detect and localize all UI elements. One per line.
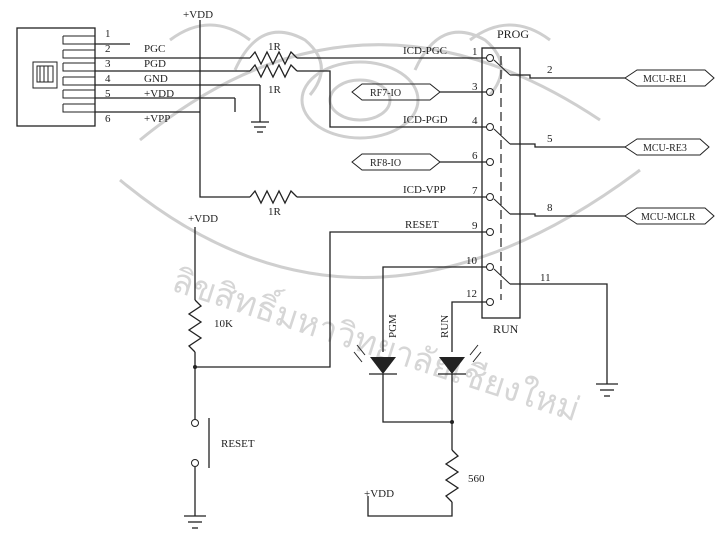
resistor-1r-pgd-label: 1R: [268, 84, 282, 96]
port-rf8-io: [351, 153, 487, 171]
conn-label-vpp: +VPP: [144, 113, 170, 125]
watermark-text: ลิขสิทธิ์มหาวิทยาลัยเชียงใหม่: [167, 255, 586, 430]
reset-button-label: RESET: [221, 438, 255, 450]
port-mcu-mclr: [624, 207, 715, 225]
sw-pin-1: 1: [472, 46, 478, 58]
ground-symbol-reset: [184, 515, 206, 529]
label-icd-vpp: ICD-VPP: [403, 184, 446, 196]
switch-blades: [493, 59, 511, 285]
sw-pin-5: 5: [547, 133, 553, 145]
switch-title-prog: PROG: [497, 27, 529, 41]
ground-symbol-connector: [251, 121, 269, 133]
sw-pin-3: 3: [472, 81, 478, 93]
resistor-560-label: 560: [468, 473, 485, 485]
conn-label-gnd: GND: [144, 73, 168, 85]
wire-led-common: [382, 374, 452, 423]
conn-pin-num-3: 3: [105, 58, 111, 70]
junction-led: [450, 420, 454, 424]
conn-pin-num-1: 1: [105, 28, 111, 40]
port-mcu-re3-label: MCU-RE3: [643, 143, 687, 154]
ground-symbol-right: [596, 383, 618, 397]
reset-button-symbol[interactable]: [191, 418, 210, 516]
sw-pin-10: 10: [466, 255, 478, 267]
vdd-reset-label: +VDD: [188, 213, 218, 225]
port-rf7-io-label: RF7-IO: [370, 88, 401, 99]
wire-pin12-led: [451, 301, 487, 352]
conn-label-pgd: PGD: [144, 58, 166, 70]
port-rf7-io: [351, 83, 487, 101]
switch-right-wires: [510, 74, 625, 384]
resistor-1r-vpp: [249, 189, 298, 205]
sw-pin-6: 6: [472, 150, 478, 162]
led-run-label: RUN: [439, 315, 451, 338]
sw-pin-2: 2: [547, 64, 553, 76]
switch-left-terminals: [486, 54, 494, 306]
led-run: [438, 344, 482, 375]
conn-pin-num-6: 6: [105, 113, 111, 125]
port-mcu-re3: [624, 138, 710, 156]
sw-pin-11: 11: [540, 272, 551, 284]
wire-560-vdd: [367, 496, 453, 517]
resistor-560: [444, 449, 460, 503]
wire-reset: [195, 231, 487, 368]
vdd-bottom-label: +VDD: [364, 488, 394, 500]
junction-reset: [193, 365, 197, 369]
port-rf8-io-label: RF8-IO: [370, 158, 401, 169]
wire-vpp: [199, 112, 250, 198]
resistor-10k-label: 10K: [214, 318, 233, 330]
switch-body: [481, 47, 521, 319]
wire-pgd: [297, 70, 487, 128]
sw-pin-8: 8: [547, 202, 553, 214]
port-mcu-mclr-label: MCU-MCLR: [641, 212, 696, 223]
label-icd-pgd: ICD-PGD: [403, 114, 448, 126]
led-pgm-label: PGM: [387, 314, 399, 338]
sw-pin-4: 4: [472, 115, 478, 127]
conn-label-vdd: +VDD: [144, 88, 174, 100]
connector-wires: [95, 43, 261, 122]
conn-pin-num-4: 4: [105, 73, 111, 85]
resistor-1r-pgc-label: 1R: [268, 41, 282, 53]
sw-pin-12: 12: [466, 288, 477, 300]
resistor-1r-pgd: [249, 63, 298, 79]
conn-pin-num-5: 5: [105, 88, 111, 100]
label-reset-net: RESET: [405, 219, 439, 231]
resistor-10k: [187, 299, 203, 353]
label-icd-pgc: ICD-PGC: [403, 45, 447, 57]
resistor-1r-vpp-label: 1R: [268, 206, 282, 218]
rj-connector: [16, 27, 96, 127]
sw-pin-7: 7: [472, 185, 478, 197]
port-mcu-re1-label: MCU-RE1: [643, 74, 687, 85]
sw-pin-9: 9: [472, 220, 478, 232]
switch-title-run: RUN: [493, 322, 519, 336]
conn-label-pgc: PGC: [144, 43, 165, 55]
wire-pin10-led: [382, 266, 487, 352]
resistor-1r-pgc: [249, 50, 298, 66]
vdd-top-label: +VDD: [183, 9, 213, 21]
connector-pins: [62, 35, 95, 113]
port-mcu-re1: [624, 69, 715, 87]
conn-pin-num-2: 2: [105, 43, 111, 55]
